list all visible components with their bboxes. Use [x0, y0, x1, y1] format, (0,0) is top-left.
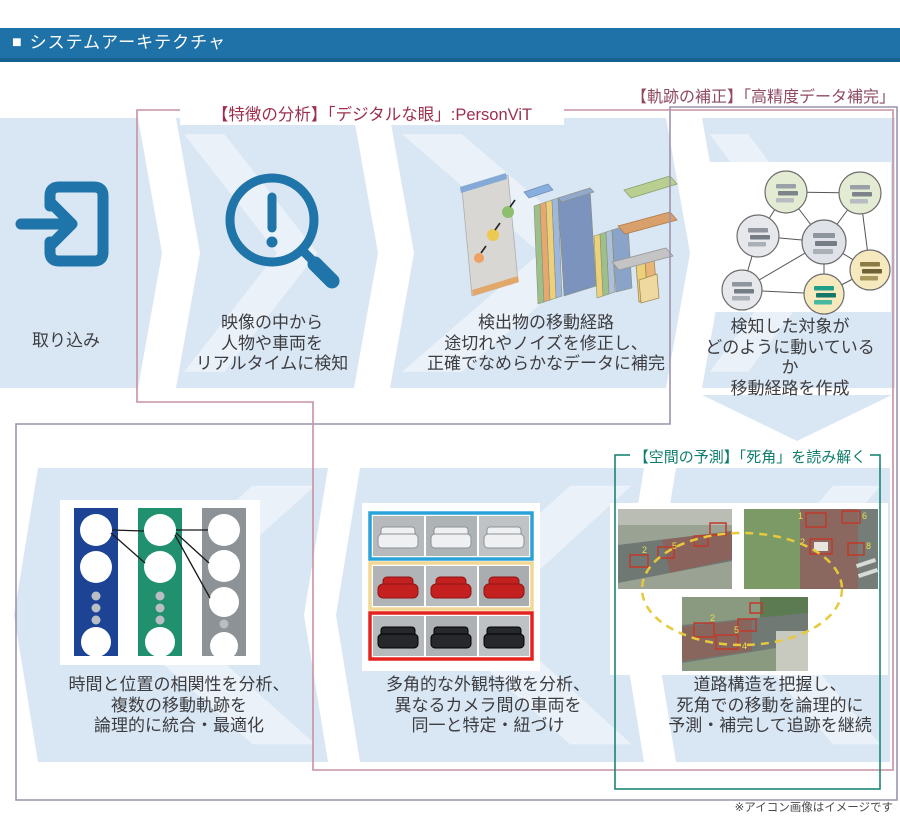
svg-text:4: 4: [742, 641, 747, 651]
flow-down-connector: [702, 395, 892, 441]
vehicle-photo-grid-illustration: [362, 503, 540, 671]
svg-text:1: 1: [798, 511, 803, 521]
import-arrow-icon: [15, 181, 109, 267]
trajectory-correction-label: 【軌跡の補正】「高精度データ補完」: [630, 89, 895, 106]
caption-reid: 多角的な外観特徴を分析、 異なるカメラ間の車両を 同一と特定・紐づけ: [386, 675, 590, 735]
caption-refine: 検出物の移動経路 途切れやノイズを修正し、 正確でなめらかなデータに補完: [427, 313, 665, 373]
svg-text:2: 2: [642, 545, 647, 555]
caption-integrate: 時間と位置の相関性を分析、 複数の移動軌跡を 論理的に統合・最適化: [68, 675, 290, 735]
svg-text:2: 2: [710, 613, 715, 623]
road-camera-photos-illustration: 2 5 1 2 6 8: [610, 503, 888, 675]
magnifier-alert-icon: [225, 173, 340, 289]
svg-text:5: 5: [672, 541, 677, 551]
trajectory-columns-illustration: [60, 500, 260, 665]
header-bullet-square: ■: [12, 34, 22, 51]
spatial-prediction-label: 【空間の予測】「死角」を読み解く: [630, 446, 870, 467]
feature-analysis-label: 【特徴の分析】「デジタルな眼」:PersonViT: [180, 101, 564, 125]
section-header: ■ システムアーキテクチャ: [0, 28, 900, 62]
page-title: システムアーキテクチャ: [29, 33, 226, 52]
icon-disclaimer-footnote: ※アイコン画像はイメージです: [734, 802, 893, 814]
svg-text:5: 5: [734, 625, 739, 635]
caption-intake: 取り込み: [32, 331, 100, 350]
svg-text:8: 8: [866, 541, 871, 551]
caption-detect: 映像の中から 人物や車両を リアルタイムに検知: [195, 313, 349, 373]
neural-network-layers-illustration: [460, 173, 678, 305]
caption-route: 検知した対象が どのように動いているか 移動経路を作成: [705, 317, 875, 398]
vehicle-graph-network-illustration: [704, 162, 891, 315]
svg-text:6: 6: [862, 511, 867, 521]
caption-predict: 道路構造を把握し、 死角での移動を論理的に 予測・補完して追跡を継続: [668, 675, 872, 735]
